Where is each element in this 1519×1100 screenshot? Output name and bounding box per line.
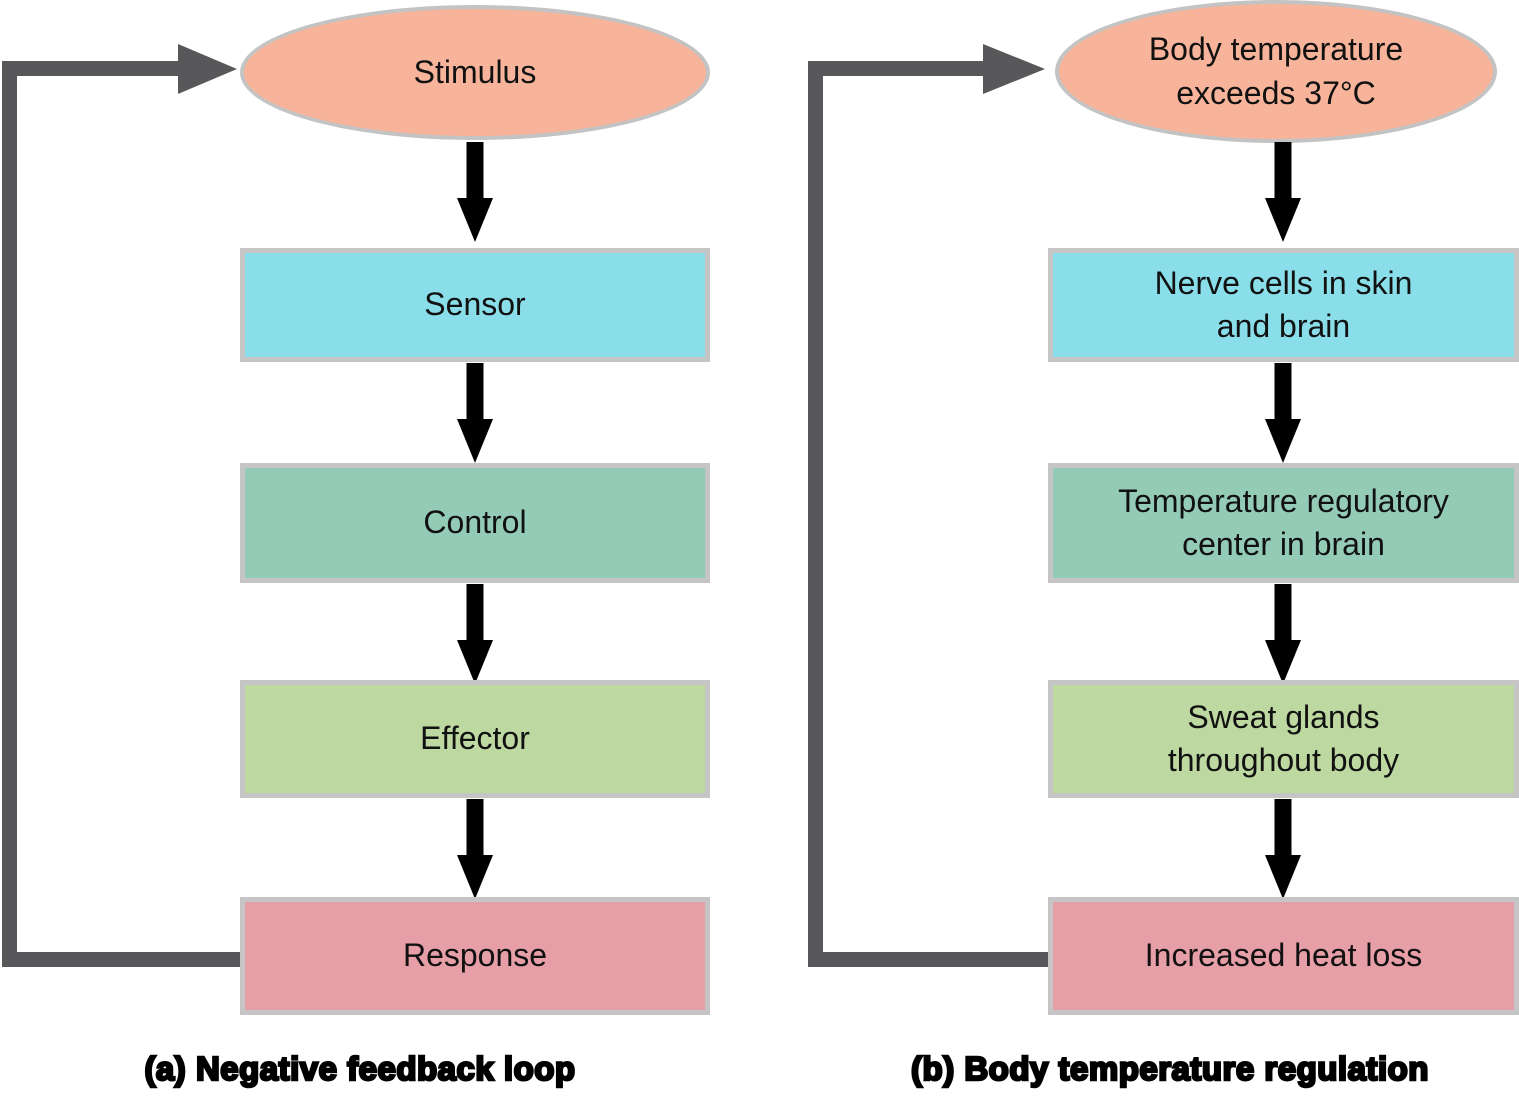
caption-b: (b) Body temperature regulation (910, 1049, 1430, 1089)
down-arrow-icon (457, 584, 493, 684)
stimulus-ellipse: Stimulus (240, 5, 710, 140)
effector-box: Sweat glands throughout body (1048, 680, 1519, 798)
diagram-negative-feedback-loop: Stimulus Sensor Control Effector (0, 0, 759, 1100)
down-arrow-icon (1265, 799, 1301, 899)
sensor-label: Nerve cells in skin and brain (1154, 264, 1413, 344)
effector-box: Effector (240, 680, 710, 798)
response-label: Increased heat loss (1144, 937, 1423, 974)
down-arrow-icon (457, 142, 493, 242)
sensor-box: Nerve cells in skin and brain (1048, 248, 1519, 362)
control-label: Temperature regulatory center in brain (1118, 482, 1449, 562)
effector-label: Sweat glands throughout body (1167, 698, 1400, 778)
caption-a: (a) Negative feedback loop (143, 1049, 576, 1089)
response-box: Increased heat loss (1048, 897, 1519, 1015)
stimulus-label: Stimulus (413, 53, 537, 90)
control-box: Temperature regulatory center in brain (1048, 463, 1519, 583)
diagram-body-temperature-regulation: Body temperature exceeds 37°C Nerve cell… (760, 0, 1519, 1100)
stimulus-ellipse: Body temperature exceeds 37°C (1055, 0, 1497, 143)
down-arrow-icon (1265, 584, 1301, 684)
control-label: Control (423, 504, 527, 541)
down-arrow-icon (457, 799, 493, 899)
response-label: Response (402, 937, 548, 974)
sensor-box: Sensor (240, 248, 710, 362)
effector-label: Effector (420, 720, 530, 757)
control-box: Control (240, 463, 710, 583)
down-arrow-icon (457, 363, 493, 463)
sensor-label: Sensor (424, 286, 526, 323)
down-arrow-icon (1265, 142, 1301, 242)
response-box: Response (240, 897, 710, 1015)
stimulus-label: Body temperature exceeds 37°C (1148, 31, 1404, 111)
down-arrow-icon (1265, 363, 1301, 463)
